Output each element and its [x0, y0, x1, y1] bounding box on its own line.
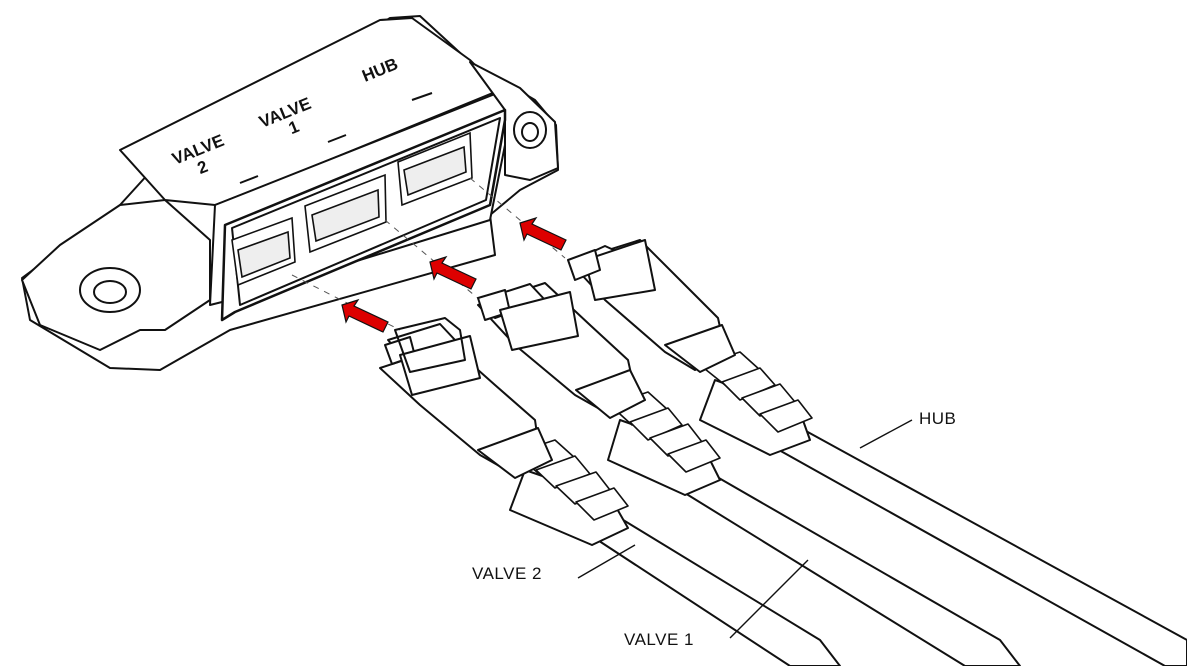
port-hub[interactable] [397, 131, 473, 207]
port-valve-2[interactable] [231, 216, 296, 287]
callout-leader-valve-1 [729, 559, 809, 639]
cable-valve-2 [379, 317, 841, 667]
port-valve-1[interactable] [304, 173, 387, 254]
callout-leader-valve-2 [577, 544, 636, 579]
callout-leader-hub [859, 419, 913, 449]
insert-arrow-icon [519, 216, 567, 251]
callout-leaders [577, 419, 913, 639]
callout-valve-1: VALVE 1 [624, 630, 694, 649]
junction-box [21, 15, 559, 371]
cable-valve-1 [477, 282, 1021, 667]
port-label-hub-tick [411, 92, 433, 101]
callout-hub: HUB [919, 409, 957, 428]
port-label-valve-1-tick [327, 134, 347, 143]
callout-valve-2: VALVE 2 [472, 564, 542, 583]
insert-arrow-icon [341, 298, 389, 333]
port-label-valve-2-tick [239, 175, 259, 184]
insert-arrow-icon [429, 255, 477, 290]
